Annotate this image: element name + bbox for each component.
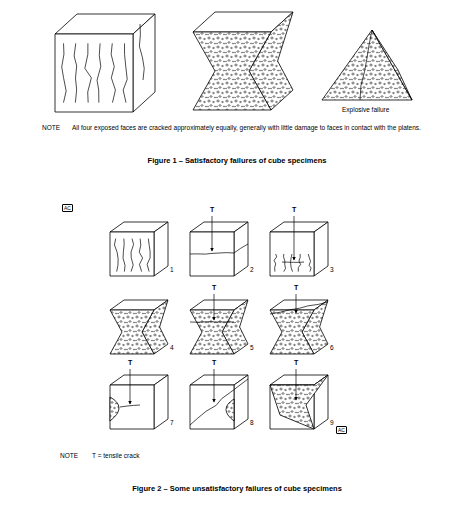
tensile-crack-label: T [292,206,296,214]
cone-front [270,310,314,354]
crack-line [123,239,125,272]
tension-arrow [214,294,215,320]
cube-front [190,385,234,429]
crack-line [62,43,66,102]
note-label: NOTE [42,124,60,132]
crack-line [147,239,150,272]
tensile-crack-label: T [294,284,298,292]
crack-line [139,239,142,272]
spall-region [110,397,119,421]
note-text: All four exposed faces are cracked appro… [72,124,464,132]
crack-line [85,43,92,102]
tensile-crack-label: T [294,359,298,367]
cube-front [270,232,314,276]
callout-number: 9 [330,419,334,427]
callout-number: 5 [250,344,254,352]
cube-front [55,34,133,112]
crack-line [74,43,77,102]
cube-side [234,375,248,429]
tension-arrow [296,294,297,313]
figure-caption: Figure 1 – Satisfactory failures of cube… [0,156,474,165]
cube-side [314,222,328,276]
crack-line [360,30,372,100]
tension-arrow [296,369,297,400]
cone-front [110,310,154,354]
tensile-crack-label: T [212,284,216,292]
cone-front [190,310,234,354]
crack-line [274,254,277,272]
cube-side [234,222,248,276]
callout-number: 1 [170,266,174,274]
crack-line [111,43,115,102]
crack-line [190,379,248,425]
tensile-crack-label: T [212,359,216,367]
cube-front [110,232,154,276]
tension-arrow [294,216,295,260]
figure-caption: Figure 2 – Some unsatisfactory failures … [0,484,474,493]
crack-line [234,244,248,253]
callout-number: 4 [170,344,174,352]
tension-arrow [130,369,131,404]
tension-arrow [212,216,213,251]
crack-line [291,254,293,272]
cube-side [154,222,168,276]
cube-front [110,385,154,429]
explosive-fragment [372,30,412,100]
note-label: NOTE [60,452,78,460]
callout-number: 2 [250,266,254,274]
crack-line [114,239,118,272]
crack-line [123,43,127,102]
crack-line [131,239,134,272]
cube-side [133,14,155,112]
callout-number: 3 [330,266,334,274]
crack-line [298,254,300,272]
note-text: T = tensile crack [92,452,139,460]
cone-fragment [270,375,328,429]
crack-line [282,262,304,263]
callout-number: 6 [330,344,334,352]
crack-line [97,43,101,102]
crack-line [139,24,144,80]
crack-line [190,253,234,254]
tensile-crack-label: T [128,359,132,367]
crack-line [283,254,285,272]
crack-line [120,405,140,407]
callout-number: 7 [170,419,174,427]
spall-region [226,399,234,421]
crack-line [270,302,328,314]
tensile-crack-label: T [210,206,214,214]
cone-front [193,32,271,110]
figure-label: Explosive failure [342,106,389,114]
tension-arrow [214,369,215,402]
cube-side [154,375,168,429]
callout-number: 8 [250,419,254,427]
amendment-marker: AC [336,426,347,434]
crack-line [190,321,234,323]
explosive-fragment [322,30,412,100]
amendment-marker: AC [62,204,73,212]
crack-line [308,254,311,272]
